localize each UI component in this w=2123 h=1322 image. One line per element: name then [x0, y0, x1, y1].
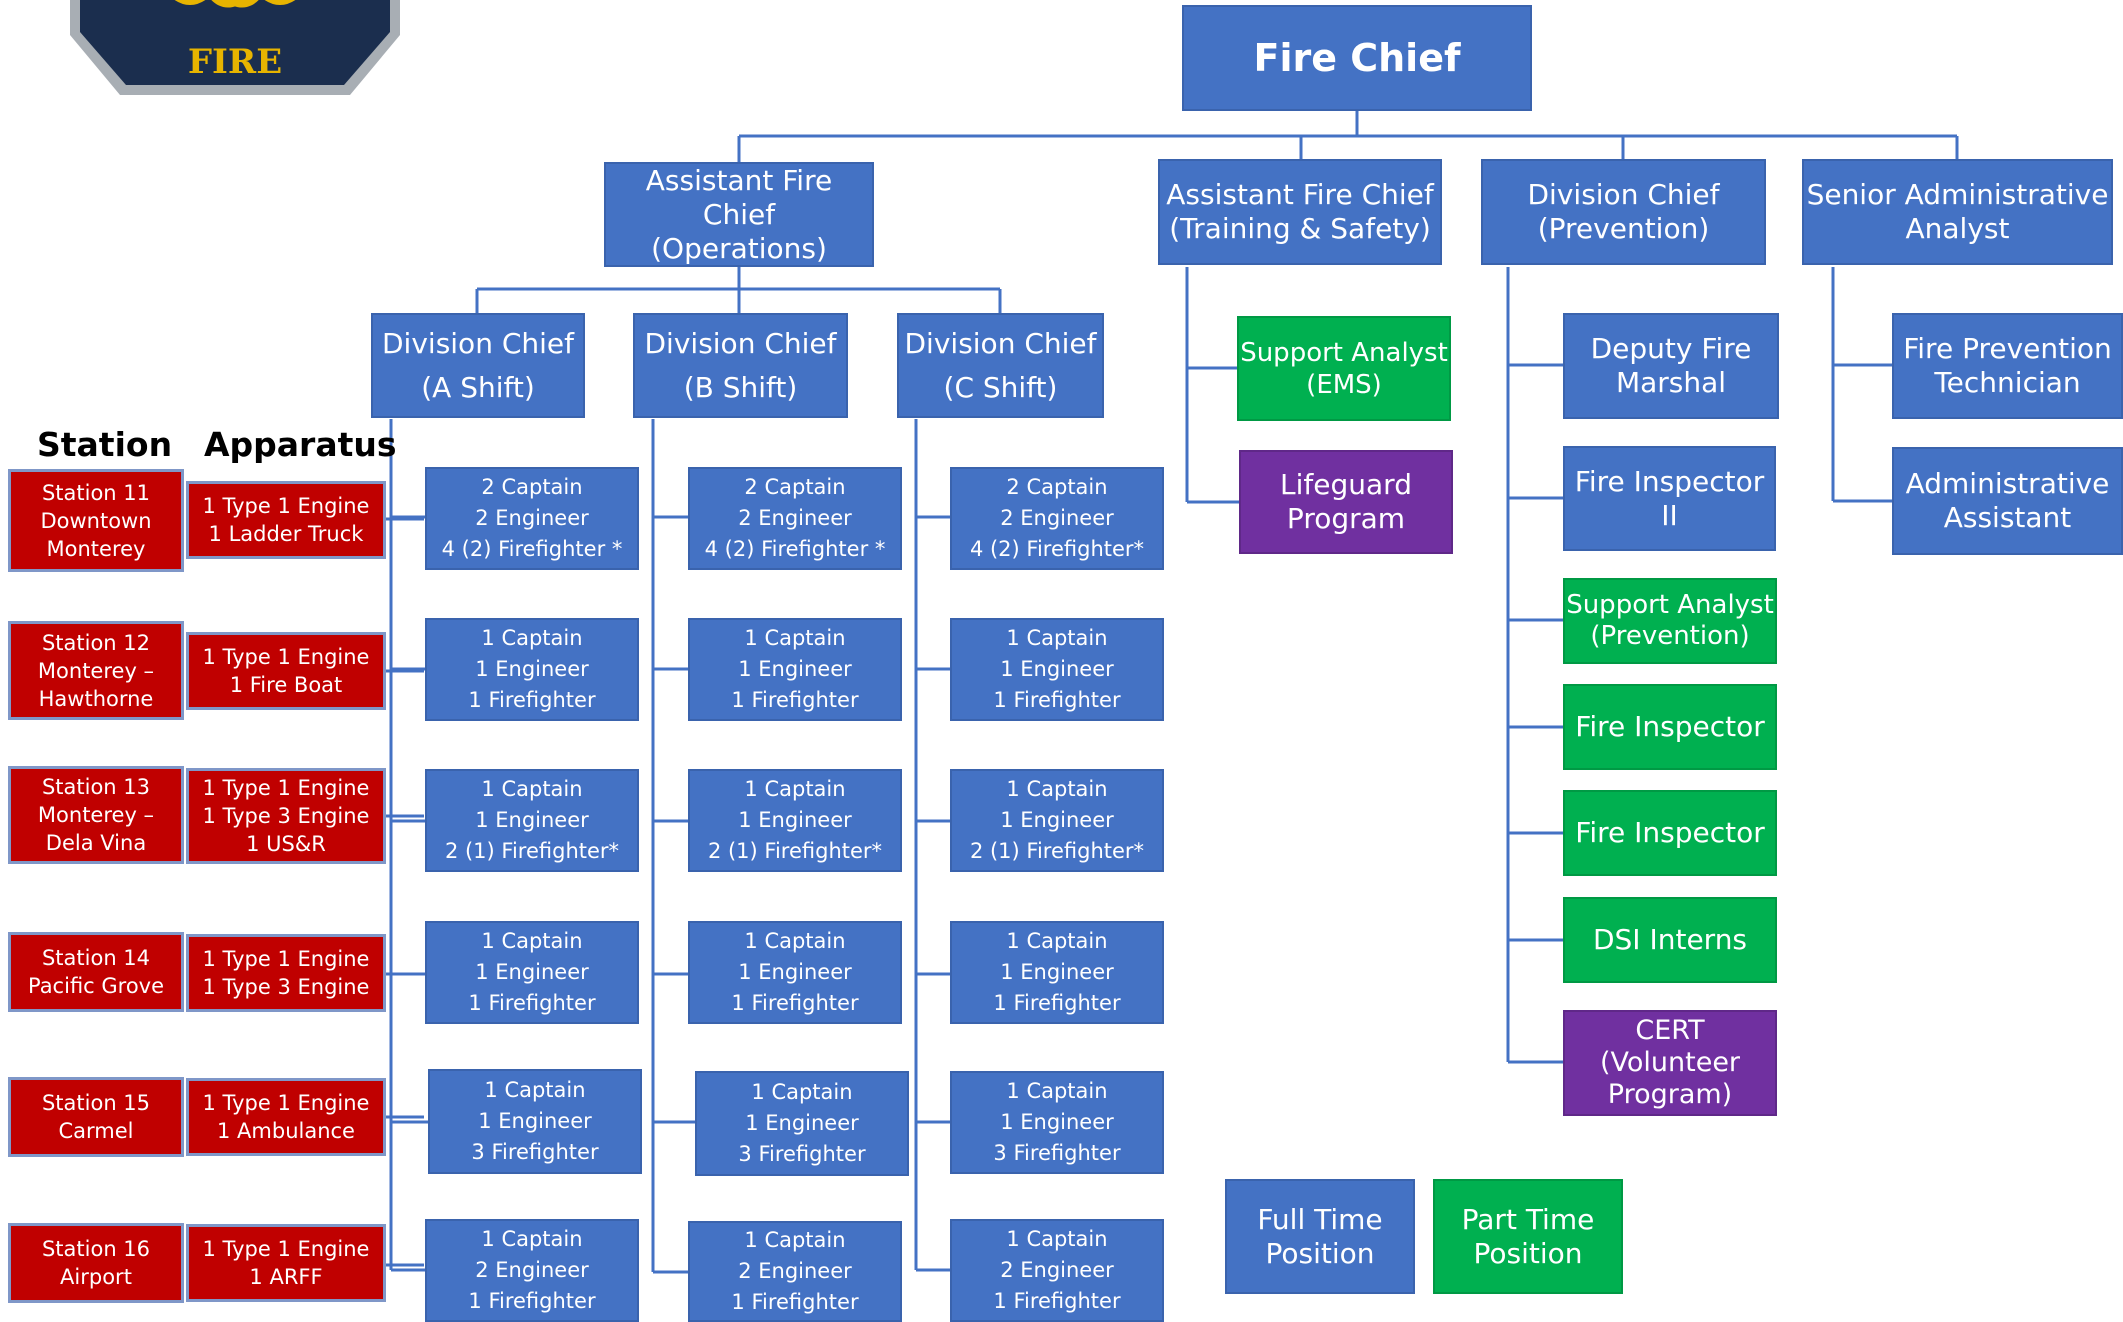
- crew-a-station-15-box: 1 Captain 1 Engineer 3 Firefighter: [428, 1069, 642, 1174]
- division-chief-b-shift-box: Division Chief (B Shift): [633, 313, 848, 418]
- crew-b-station-12-box: 1 Captain 1 Engineer 1 Firefighter: [688, 618, 902, 721]
- support-analyst-ems-box: Support Analyst (EMS): [1237, 316, 1451, 421]
- station-12-box: Station 12 Monterey – Hawthorne: [8, 621, 184, 720]
- crew-b-station-15-box: 1 Captain 1 Engineer 3 Firefighter: [695, 1071, 909, 1176]
- division-chief-c-shift-box: Division Chief (C Shift): [897, 313, 1104, 418]
- apparatus-12-box: 1 Type 1 Engine 1 Fire Boat: [186, 632, 386, 710]
- senior-admin-analyst-box: Senior Administrative Analyst: [1802, 159, 2113, 265]
- cert-volunteer-program-box: CERT (Volunteer Program): [1563, 1010, 1777, 1116]
- dsi-interns-box: DSI Interns: [1563, 897, 1777, 983]
- station-11-box: Station 11 Downtown Monterey: [8, 469, 184, 572]
- fire-department-logo: FIRE: [60, 0, 410, 104]
- fire-inspector-box-2: Fire Inspector: [1563, 790, 1777, 876]
- crew-a-station-14-box: 1 Captain 1 Engineer 1 Firefighter: [425, 921, 639, 1024]
- legend-part-time: Part Time Position: [1433, 1179, 1623, 1294]
- assistant-chief-training-box: Assistant Fire Chief (Training & Safety): [1158, 159, 1442, 265]
- crew-b-station-13-box: 1 Captain 1 Engineer 2 (1) Firefighter*: [688, 769, 902, 872]
- apparatus-column-header: Apparatus: [204, 425, 397, 464]
- crew-b-station-14-box: 1 Captain 1 Engineer 1 Firefighter: [688, 921, 902, 1024]
- apparatus-13-box: 1 Type 1 Engine 1 Type 3 Engine 1 US&R: [186, 768, 386, 864]
- crew-c-station-14-box: 1 Captain 1 Engineer 1 Firefighter: [950, 921, 1164, 1024]
- crew-c-station-11-box: 2 Captain 2 Engineer 4 (2) Firefighter*: [950, 467, 1164, 570]
- logo-text: FIRE: [188, 42, 282, 82]
- division-chief-prevention-box: Division Chief (Prevention): [1481, 159, 1766, 265]
- crew-b-station-11-box: 2 Captain 2 Engineer 4 (2) Firefighter *: [688, 467, 902, 570]
- legend-full-time: Full Time Position: [1225, 1179, 1415, 1294]
- station-15-box: Station 15 Carmel: [8, 1077, 184, 1157]
- assistant-chief-operations-box: Assistant Fire Chief (Operations): [604, 162, 874, 267]
- crew-a-station-13-box: 1 Captain 1 Engineer 2 (1) Firefighter*: [425, 769, 639, 872]
- fire-inspector-box-1: Fire Inspector: [1563, 684, 1777, 770]
- station-column-header: Station: [37, 425, 173, 464]
- crew-a-station-16-box: 1 Captain 2 Engineer 1 Firefighter: [425, 1219, 639, 1322]
- crew-a-station-12-box: 1 Captain 1 Engineer 1 Firefighter: [425, 618, 639, 721]
- station-14-box: Station 14 Pacific Grove: [8, 932, 184, 1012]
- apparatus-14-box: 1 Type 1 Engine 1 Type 3 Engine: [186, 934, 386, 1012]
- crew-c-station-13-box: 1 Captain 1 Engineer 2 (1) Firefighter*: [950, 769, 1164, 872]
- fire-prevention-technician-box: Fire Prevention Technician: [1892, 313, 2123, 419]
- deputy-fire-marshal-box: Deputy Fire Marshal: [1563, 313, 1779, 419]
- crew-a-station-11-box: 2 Captain 2 Engineer 4 (2) Firefighter *: [425, 467, 639, 570]
- support-analyst-prevention-box: Support Analyst (Prevention): [1563, 578, 1777, 664]
- crew-c-station-15-box: 1 Captain 1 Engineer 3 Firefighter: [950, 1071, 1164, 1174]
- crew-c-station-16-box: 1 Captain 2 Engineer 1 Firefighter: [950, 1219, 1164, 1322]
- division-chief-a-shift-box: Division Chief (A Shift): [371, 313, 585, 418]
- apparatus-11-box: 1 Type 1 Engine 1 Ladder Truck: [186, 481, 386, 559]
- station-13-box: Station 13 Monterey – Dela Vina: [8, 766, 184, 864]
- lifeguard-program-box: Lifeguard Program: [1239, 450, 1453, 554]
- crew-b-station-16-box: 1 Captain 2 Engineer 1 Firefighter: [688, 1221, 902, 1322]
- fire-chief-box: Fire Chief: [1182, 5, 1532, 111]
- administrative-assistant-box: Administrative Assistant: [1892, 447, 2123, 555]
- fire-inspector-ii-box: Fire Inspector II: [1563, 446, 1776, 551]
- apparatus-16-box: 1 Type 1 Engine 1 ARFF: [186, 1224, 386, 1302]
- crew-c-station-12-box: 1 Captain 1 Engineer 1 Firefighter: [950, 618, 1164, 721]
- station-16-box: Station 16 Airport: [8, 1223, 184, 1303]
- apparatus-15-box: 1 Type 1 Engine 1 Ambulance: [186, 1078, 386, 1156]
